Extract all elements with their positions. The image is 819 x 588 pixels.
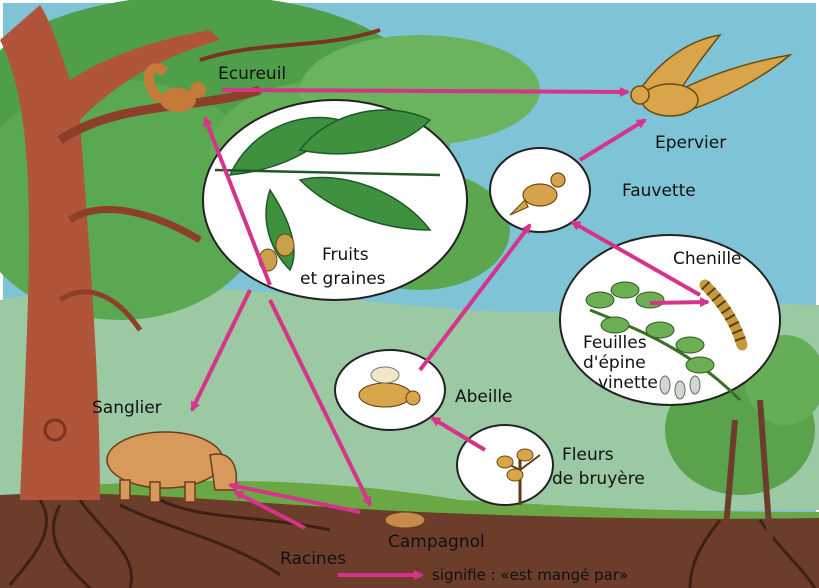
label-racines: Racines <box>280 549 346 569</box>
arrow-ecureuil-epervier <box>222 90 628 92</box>
label-ecureuil: Ecureuil <box>218 64 286 84</box>
label-fleurs-line2: de bruyère <box>552 469 645 489</box>
label-fruits-line2: et graines <box>300 269 386 289</box>
label-epervier: Epervier <box>655 133 726 153</box>
arrow-feuilles-chenille <box>650 302 708 303</box>
legend-text: signifie : «est mangé par» <box>432 566 628 584</box>
label-feuilles-line3: vinette <box>598 373 658 393</box>
label-sanglier: Sanglier <box>92 398 162 418</box>
vole-icon <box>385 512 425 528</box>
label-campagnol: Campagnol <box>388 532 485 552</box>
label-fauvette: Fauvette <box>622 181 696 201</box>
label-feuilles-line2: d'épine <box>583 353 646 373</box>
chenille-bubble <box>560 235 780 405</box>
label-fruits-line1: Fruits <box>322 245 369 265</box>
label-abeille: Abeille <box>455 387 513 407</box>
label-chenille: Chenille <box>673 249 742 269</box>
label-feuilles-line1: Feuilles <box>583 333 647 353</box>
label-fleurs-line1: Fleurs <box>562 445 614 465</box>
